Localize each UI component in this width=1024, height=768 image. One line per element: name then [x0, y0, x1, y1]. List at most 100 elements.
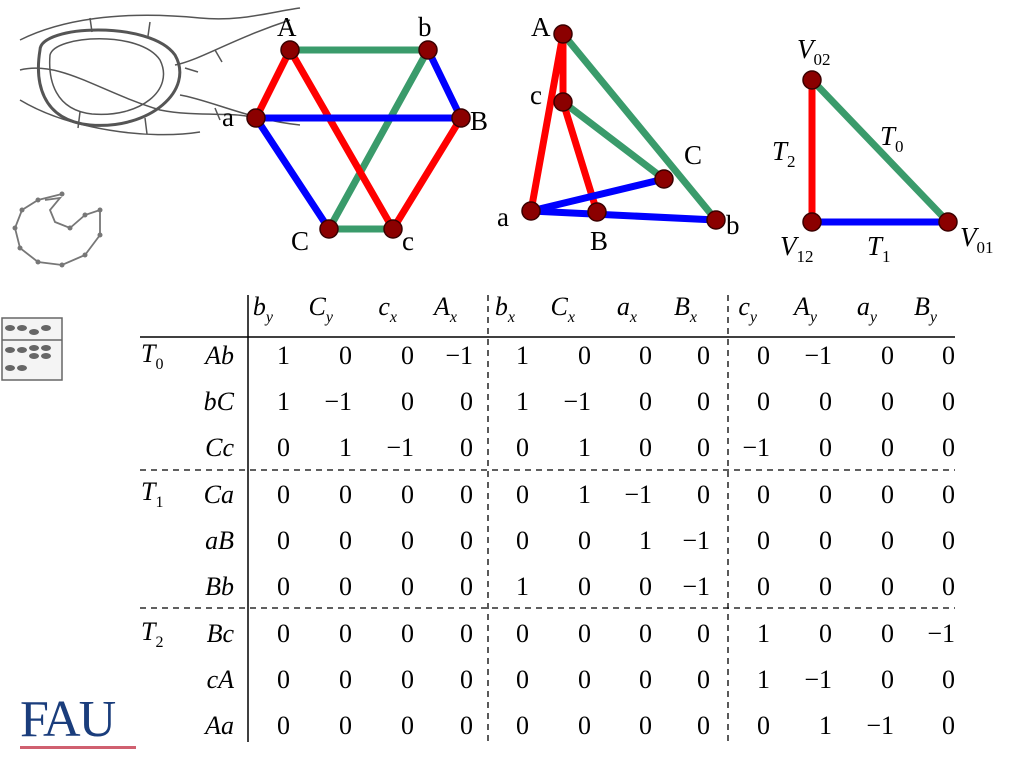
node-C — [319, 219, 339, 239]
label-B: B — [470, 106, 488, 136]
edge-A-c — [286, 46, 397, 233]
group-label-T1: T1 — [141, 477, 163, 511]
table-cell: 0 — [516, 480, 529, 509]
table-cell: 0 — [339, 665, 352, 694]
edge-A-a — [252, 46, 294, 122]
table-cell: −1 — [624, 480, 652, 509]
table-lines — [140, 295, 955, 742]
node-A — [280, 40, 300, 60]
table-cell: 0 — [277, 572, 290, 601]
table-cell: −1 — [324, 387, 352, 416]
table-cell: −1 — [742, 433, 770, 462]
table-cell: 0 — [639, 619, 652, 648]
table-cell: 0 — [942, 665, 955, 694]
fau-logo-text: FAU — [20, 691, 116, 748]
table-cell: −1 — [445, 341, 473, 370]
row-label: Bb — [205, 572, 234, 601]
row-label: bC — [204, 387, 235, 416]
table-cell: −1 — [927, 619, 955, 648]
table-cell: 0 — [819, 572, 832, 601]
table-cell: 1 — [578, 480, 591, 509]
label-C: C — [291, 226, 309, 256]
table-column-headers: by Cy cx Ax bx Cx ax Bx cy Ay ay By — [253, 292, 938, 326]
column-header: ax — [617, 292, 637, 326]
edge-T0 — [808, 76, 952, 226]
table-cell: 0 — [516, 711, 529, 740]
table-cell: 0 — [516, 619, 529, 648]
row-label: aB — [205, 526, 234, 555]
row-label: Ab — [203, 341, 234, 370]
table-cell: 0 — [881, 572, 894, 601]
table-cell: 0 — [639, 387, 652, 416]
table-cell: 0 — [401, 387, 414, 416]
table-cell: 0 — [757, 572, 770, 601]
table-cell: 0 — [578, 572, 591, 601]
table-cell: 0 — [339, 619, 352, 648]
edge-a-b — [527, 207, 720, 224]
column-header: Bx — [674, 292, 697, 326]
table-cell: 0 — [881, 665, 894, 694]
label-T1: T1 — [867, 231, 891, 266]
graph-hexagon: A b a B C c — [222, 12, 488, 256]
table-cell: 1 — [516, 387, 529, 416]
koenigsberg-map-image — [19, 7, 301, 136]
row-label: Bc — [207, 619, 235, 648]
group-label-T2: T2 — [141, 617, 163, 651]
node-B — [451, 108, 471, 128]
label-A: A — [277, 12, 297, 42]
column-header: Cy — [309, 292, 334, 326]
node-b — [418, 40, 438, 60]
table-cell: 0 — [460, 526, 473, 555]
table-cell: 0 — [339, 526, 352, 555]
node-c — [553, 92, 573, 112]
table-cell: 0 — [277, 665, 290, 694]
table-cell: 1 — [757, 619, 770, 648]
label-c: c — [402, 226, 414, 256]
table-cell: 0 — [942, 526, 955, 555]
table-cell: 0 — [697, 480, 710, 509]
table-cell: 0 — [460, 619, 473, 648]
edge-b-B — [424, 46, 465, 122]
table-cell: 0 — [578, 665, 591, 694]
column-header: cx — [378, 292, 397, 326]
table-cell: 0 — [697, 387, 710, 416]
table-cell: 0 — [339, 711, 352, 740]
table-cell: 0 — [942, 711, 955, 740]
table-cell: 0 — [942, 480, 955, 509]
node-V01 — [938, 212, 958, 232]
label-C: C — [684, 140, 702, 170]
table-cell: 0 — [881, 341, 894, 370]
table-cell: −1 — [804, 341, 832, 370]
table-cell: 0 — [277, 619, 290, 648]
edge-A-b — [559, 30, 720, 224]
table-cell: 1 — [757, 665, 770, 694]
label-T2: T2 — [772, 136, 796, 171]
table-cell: −1 — [682, 526, 710, 555]
table-group-labels: T0 T1 T2 — [141, 339, 163, 651]
edge-A-a — [527, 30, 567, 215]
table-cell: 0 — [757, 526, 770, 555]
node-C — [654, 169, 674, 189]
table-cell: 0 — [339, 341, 352, 370]
group-label-T0: T0 — [141, 339, 163, 373]
table-cell: 0 — [942, 572, 955, 601]
table-cell: 0 — [881, 433, 894, 462]
table-cell: 0 — [697, 711, 710, 740]
graph-triangle: A c C a B b — [497, 12, 740, 256]
logo-underline — [20, 746, 136, 749]
table-cell: 0 — [401, 572, 414, 601]
label-B: B — [590, 226, 608, 256]
table-cell: 0 — [757, 480, 770, 509]
table-cell: 0 — [819, 526, 832, 555]
row-label: Ca — [204, 480, 234, 509]
label-V01: V01 — [960, 222, 994, 257]
table-cell: 1 — [578, 433, 591, 462]
node-V12 — [802, 212, 822, 232]
table-cell: 0 — [578, 711, 591, 740]
table-cell: 0 — [401, 665, 414, 694]
table-cell: −1 — [804, 665, 832, 694]
table-cell: 1 — [277, 387, 290, 416]
